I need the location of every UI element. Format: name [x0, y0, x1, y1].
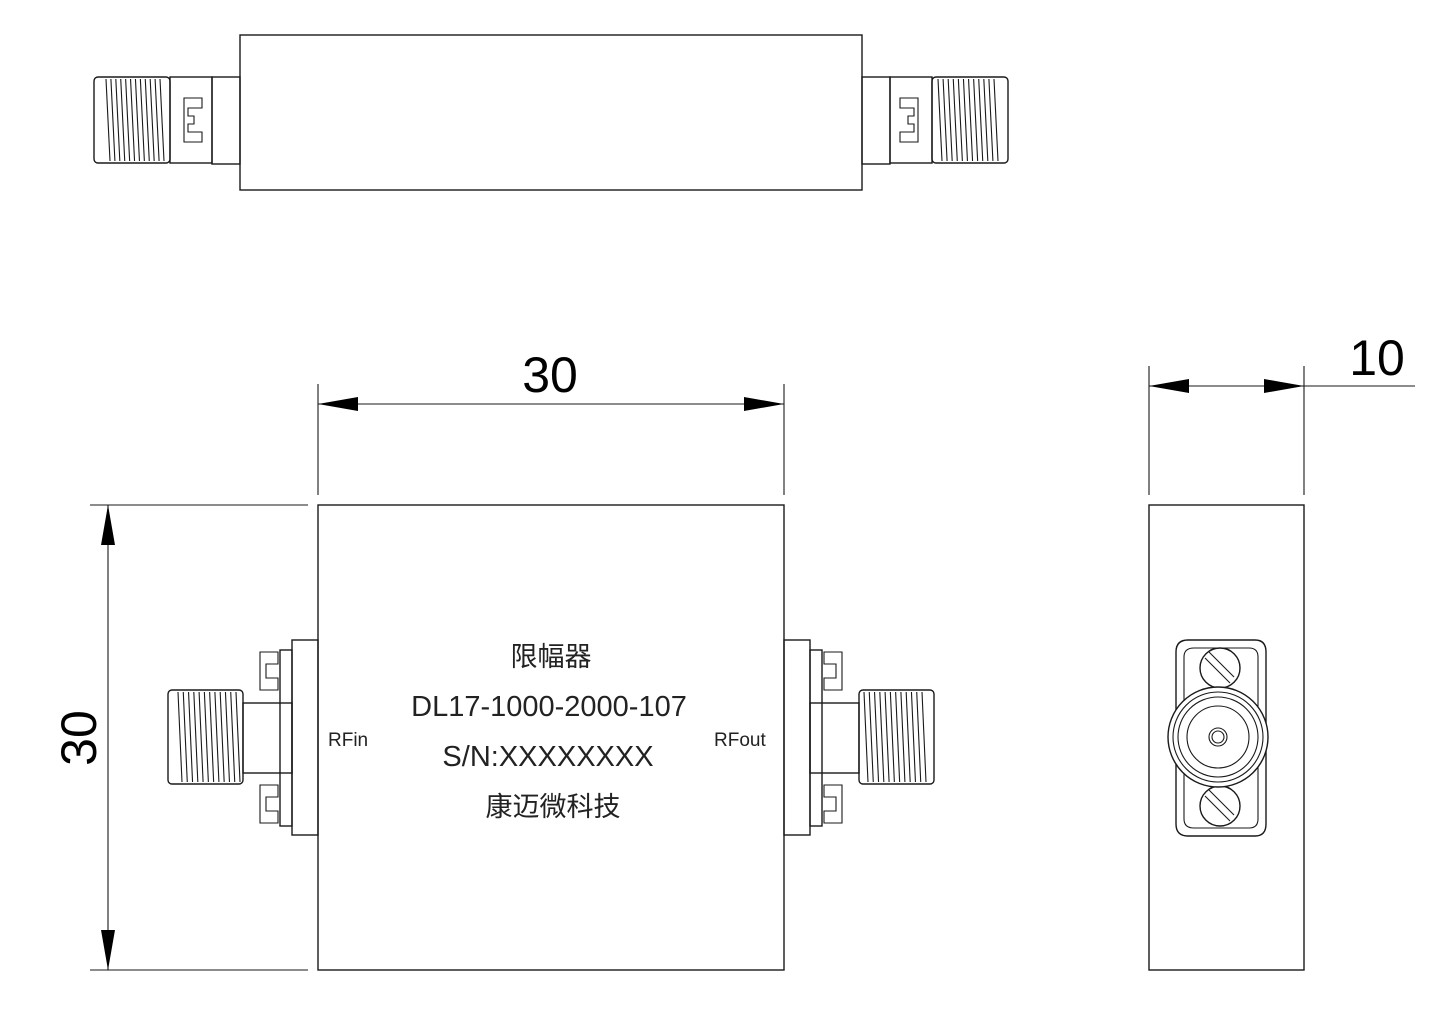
port-out-label: RFout	[714, 730, 766, 751]
front-view-right-connector	[783, 639, 935, 836]
top-view	[93, 34, 1009, 191]
dimension-height-label: 30	[51, 710, 107, 766]
product-name-label: 限幅器	[511, 642, 592, 672]
side-view-connector-flange	[1175, 639, 1267, 837]
front-view-left-connector	[167, 639, 319, 836]
model-number-label: DL17-1000-2000-107	[411, 691, 687, 723]
serial-number-label: S/N:XXXXXXXX	[442, 741, 653, 773]
top-view-right-connector	[861, 76, 1009, 165]
top-view-left-connector	[93, 76, 241, 165]
port-in-label: RFin	[328, 730, 368, 751]
dimension-width-label: 30	[522, 347, 578, 403]
screw-top-icon	[1199, 647, 1241, 689]
side-view	[1148, 504, 1305, 971]
coax-port-icon	[1167, 686, 1269, 788]
dimension-width: 30	[317, 347, 785, 495]
dimension-depth-label: 10	[1349, 330, 1405, 386]
front-view: 限幅器 DL17-1000-2000-107 S/N:XXXXXXXX 康迈微科…	[167, 504, 935, 971]
dimension-height: 30	[51, 504, 308, 971]
top-view-body	[239, 34, 863, 191]
screw-bottom-icon	[1199, 785, 1241, 827]
company-label: 康迈微科技	[486, 792, 621, 822]
dimension-depth: 10	[1148, 330, 1415, 495]
side-view-body	[1148, 504, 1305, 971]
